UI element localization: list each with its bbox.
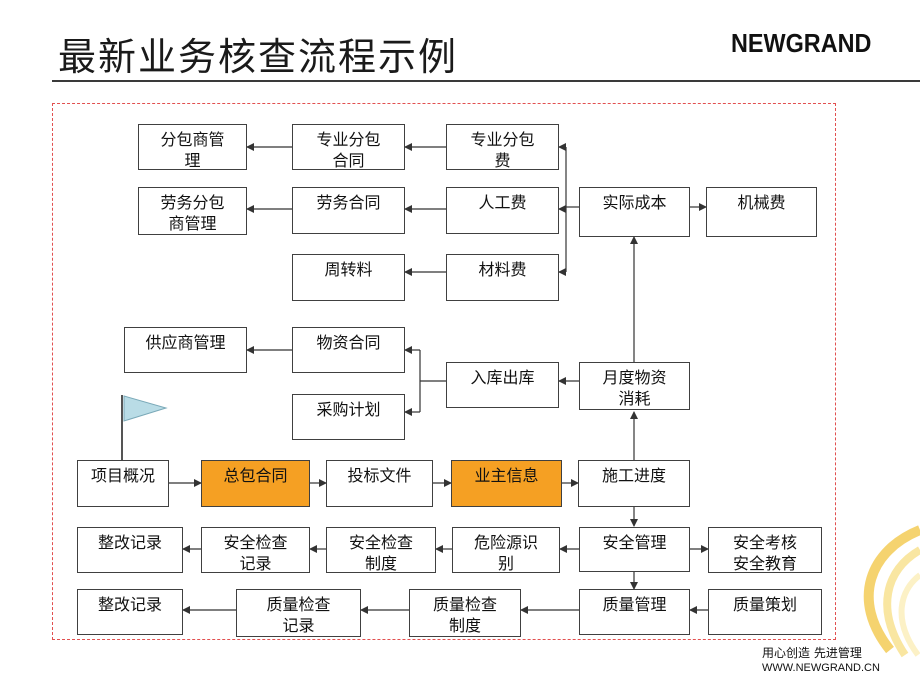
node-rectify-record-1: 整改记录 [77, 527, 183, 573]
node-quality-planning: 质量策划 [708, 589, 822, 635]
node-labor-fee: 人工费 [446, 187, 559, 234]
node-safety-check-record: 安全检查记录 [201, 527, 310, 573]
node-rectify-record-2: 整改记录 [77, 589, 183, 635]
node-quality-mgmt: 质量管理 [579, 589, 690, 635]
page-title: 最新业务核查流程示例 [58, 35, 459, 79]
node-monthly-consumption: 月度物资消耗 [579, 362, 690, 410]
node-turnover-material: 周转料 [292, 254, 405, 301]
node-purchase-plan: 采购计划 [292, 394, 405, 440]
node-subcontract-mgmt: 分包商管理 [138, 124, 247, 170]
node-material-contract: 物资合同 [292, 327, 405, 373]
title-divider [52, 80, 920, 82]
footer-url: WWW.NEWGRAND.CN [762, 662, 880, 674]
node-project-overview: 项目概况 [77, 460, 169, 507]
newgrand-logo: NEWGRAND [731, 28, 872, 58]
node-safety-mgmt: 安全管理 [579, 527, 690, 572]
flag-icon [121, 395, 168, 460]
footer-slogan: 用心创造 先进管理 [762, 646, 862, 660]
node-actual-cost: 实际成本 [579, 187, 690, 237]
node-pro-subcontract-contract: 专业分包合同 [292, 124, 405, 170]
node-construction-progress: 施工进度 [578, 460, 690, 507]
node-general-contract: 总包合同 [201, 460, 310, 507]
node-safety-assessment: 安全考核安全教育 [708, 527, 822, 573]
node-supplier-mgmt: 供应商管理 [124, 327, 247, 373]
node-bid-document: 投标文件 [326, 460, 433, 507]
node-pro-subcontract-fee: 专业分包费 [446, 124, 559, 170]
node-machinery-fee: 机械费 [706, 187, 817, 237]
node-owner-info: 业主信息 [451, 460, 562, 507]
node-hazard-identification: 危险源识别 [452, 527, 560, 573]
node-labor-contract: 劳务合同 [292, 187, 405, 234]
node-labor-subcontract-mgmt: 劳务分包商管理 [138, 187, 247, 235]
node-quality-check-record: 质量检查记录 [236, 589, 361, 637]
node-warehouse-io: 入库出库 [446, 362, 559, 408]
node-material-fee: 材料费 [446, 254, 559, 301]
diagram-frame [52, 103, 836, 640]
decorative-swirl [863, 525, 920, 658]
node-quality-check-system: 质量检查制度 [409, 589, 521, 637]
node-safety-check-system: 安全检查制度 [326, 527, 436, 573]
